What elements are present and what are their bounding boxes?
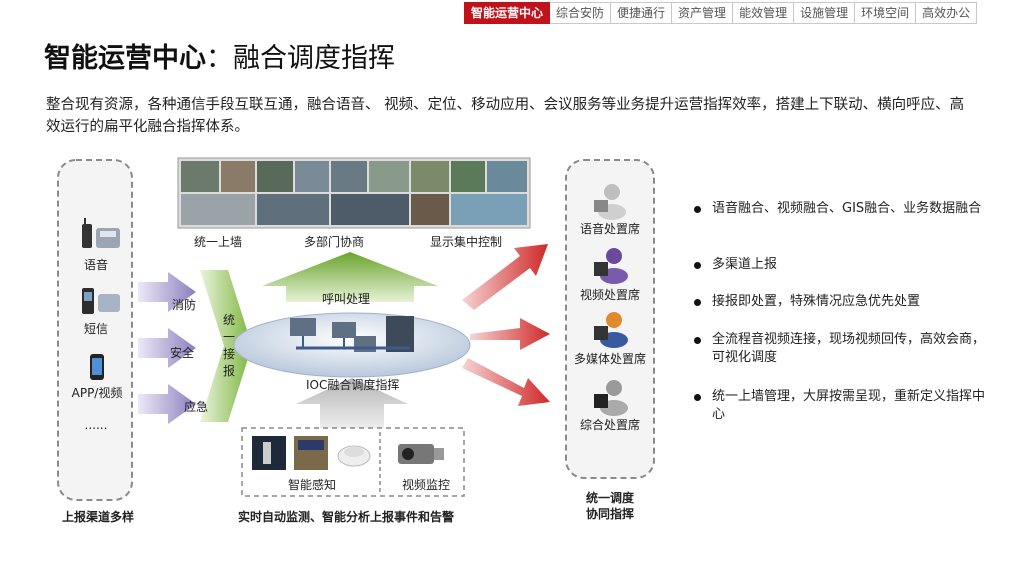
label-video-monitor: 视频监控 bbox=[402, 478, 451, 492]
bullet-wall-management: 统一上墙管理，大屏按需呈现，重新定义指挥中心 bbox=[694, 388, 994, 424]
video-wall-photos bbox=[181, 161, 527, 225]
nav-tab[interactable]: 资产管理 bbox=[672, 2, 734, 24]
nav-tab[interactable]: 环境空间 bbox=[855, 2, 917, 24]
channel-app-video: APP/视频 bbox=[71, 386, 123, 400]
bullet-av-connect: 全流程音视频连接，现场视频回传，高效会商，可视化调度 bbox=[694, 331, 994, 367]
bullet-multi-channel: 多渠道上报 bbox=[694, 256, 994, 274]
incoming-arrows bbox=[138, 272, 196, 424]
dispatch-arrows bbox=[462, 244, 550, 406]
cctv-camera-icon bbox=[398, 444, 444, 464]
label-emergency: 应急 bbox=[184, 400, 209, 414]
label-safety: 安全 bbox=[170, 346, 195, 360]
bullet-fusion: 语音融合、视频融合、GIS融合、业务数据融合 bbox=[694, 200, 994, 218]
nav-tab[interactable]: 便捷通行 bbox=[611, 2, 673, 24]
seat-multimedia: 多媒体处置席 bbox=[573, 352, 646, 366]
label-ioc: IOC融合调度指挥 bbox=[306, 378, 400, 392]
title-main: 智能运营中心 bbox=[44, 43, 206, 74]
report-chevron bbox=[200, 270, 252, 422]
call-handling-arrow bbox=[258, 252, 442, 302]
top-nav: 智能运营中心综合安防便捷通行资产管理能效管理设施管理环境空间高效办公 bbox=[464, 2, 978, 24]
report-channel-caption: 上报渠道多样 bbox=[61, 510, 134, 524]
phone-icon bbox=[82, 218, 120, 248]
seat-video: 视频处置席 bbox=[579, 288, 640, 302]
nav-tab[interactable]: 能效管理 bbox=[733, 2, 795, 24]
channel-more: ...... bbox=[84, 418, 108, 432]
description: 整合现有资源，各种通信手段互联互通，融合语音、 视频、定位、移动应用、会议服务等… bbox=[46, 97, 965, 135]
upload-arrow bbox=[296, 378, 408, 430]
mobile-sms-icon bbox=[82, 288, 120, 314]
label-display-control: 显示集中控制 bbox=[430, 235, 503, 249]
seat-voice: 语音处置席 bbox=[579, 222, 640, 236]
nav-tab[interactable]: 智能运营中心 bbox=[464, 2, 551, 24]
channel-sms: 短信 bbox=[83, 322, 108, 336]
title-sub: 融合调度指挥 bbox=[233, 43, 395, 74]
nav-tab[interactable]: 设施管理 bbox=[794, 2, 856, 24]
smartphone-icon bbox=[90, 354, 104, 380]
label-wall: 统一上墙 bbox=[194, 235, 243, 249]
sensing-caption: 实时自动监测、智能分析上报事件和告警 bbox=[238, 510, 455, 524]
label-call-handling: 呼叫处理 bbox=[322, 292, 371, 306]
title-separator: ： bbox=[206, 43, 233, 74]
seat-integrated: 综合处置席 bbox=[579, 418, 640, 432]
seat-icons bbox=[594, 184, 628, 416]
nav-tab[interactable]: 综合安防 bbox=[550, 2, 612, 24]
bullet-instant-handling: 接报即处置，特殊情况应急优先处置 bbox=[694, 293, 994, 311]
nav-tab[interactable]: 高效办公 bbox=[916, 2, 978, 24]
network-computers-icon bbox=[290, 316, 414, 352]
label-multi-dept: 多部门协商 bbox=[304, 235, 365, 249]
seats-caption: 统一调度 协同指挥 bbox=[585, 491, 634, 521]
label-smart-sensing: 智能感知 bbox=[288, 478, 337, 492]
label-fire: 消防 bbox=[172, 298, 197, 312]
page-title: 智能运营中心：融合调度指挥 bbox=[44, 36, 395, 75]
label-unified-report: 统一接报 bbox=[222, 313, 235, 378]
sensor-icons bbox=[252, 436, 371, 470]
channel-voice: 语音 bbox=[83, 258, 108, 272]
